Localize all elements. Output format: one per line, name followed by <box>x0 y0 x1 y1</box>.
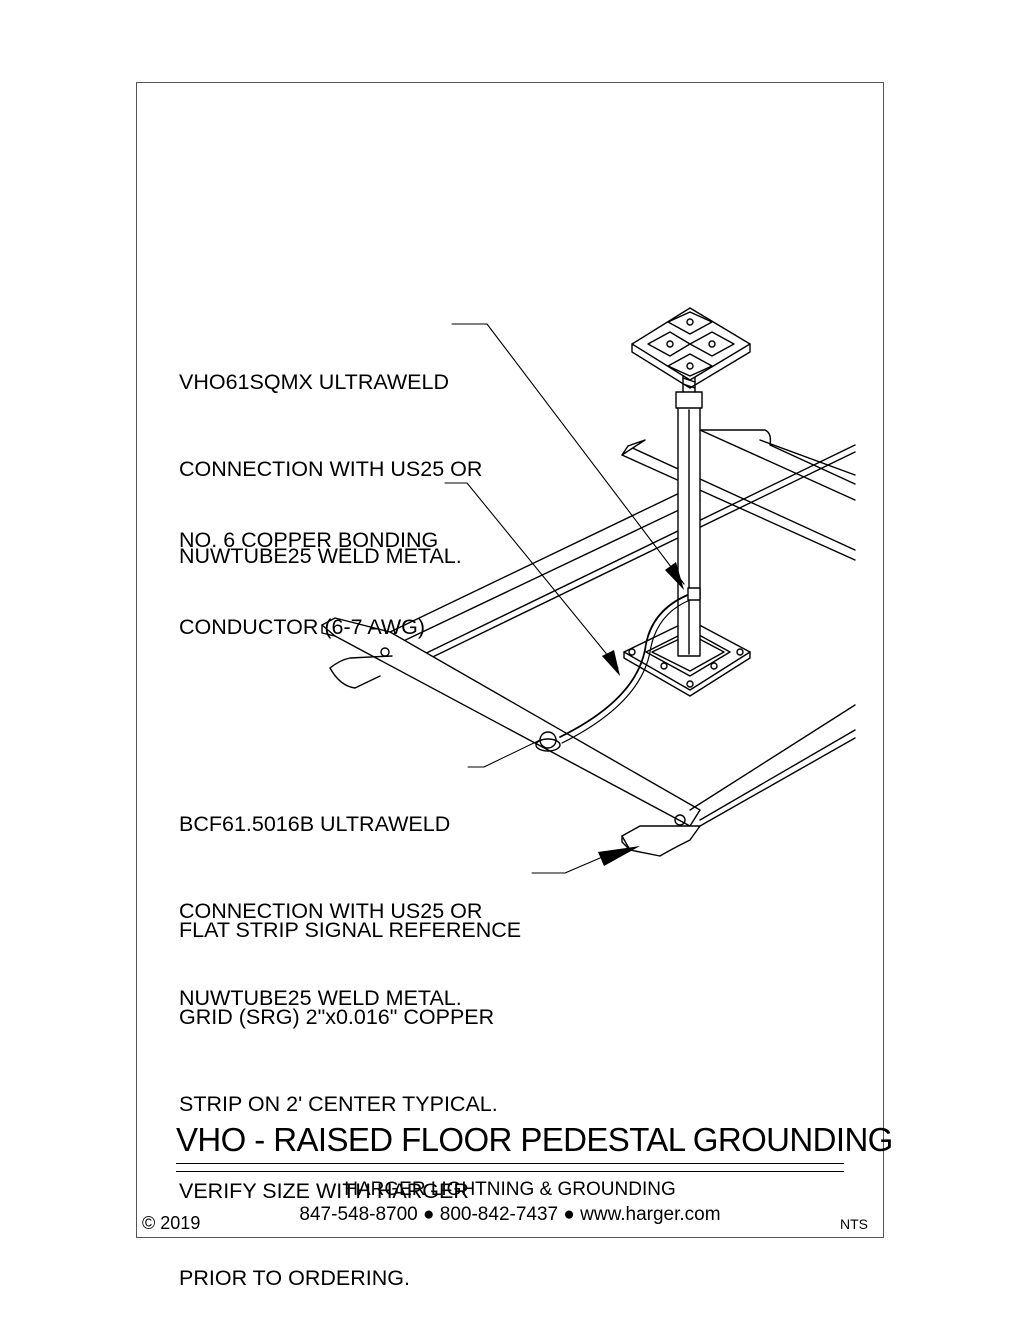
callout-line: STRIP ON 2' CENTER TYPICAL. <box>179 1092 498 1116</box>
srg-strip-right <box>621 704 856 857</box>
pedestal-column <box>675 367 703 657</box>
callout-srg-strip: FLAT STRIP SIGNAL REFERENCE GRID (SRG) 2… <box>179 858 521 1322</box>
bonding-conductor-wire <box>559 587 701 744</box>
callout-line: CONDUCTOR (6-7 AWG) <box>179 615 426 639</box>
callout-line: PRIOR TO ORDERING. <box>179 1266 410 1290</box>
callout-line: NUWTUBE25 WELD METAL. <box>179 986 462 1010</box>
title-underline-second <box>176 1171 844 1172</box>
callout-line: VHO61SQMX ULTRAWELD <box>179 370 449 394</box>
drawing-title: VHO - RAISED FLOOR PEDESTAL GROUNDING <box>176 1121 893 1158</box>
scale-label: NTS <box>840 1216 868 1232</box>
leader-arrowheads <box>598 562 684 866</box>
callout-line: GRID (SRG) 2"x0.016" COPPER <box>179 1005 495 1029</box>
callout-line: NO. 6 COPPER BONDING <box>179 528 439 552</box>
callout-line: CONNECTION WITH US25 OR <box>179 899 483 923</box>
copyright-icon: © <box>142 1213 156 1233</box>
callout-bcf61: BCF61.5016B ULTRAWELD CONNECTION WITH US… <box>179 752 482 1042</box>
callout-bonding-conductor: NO. 6 COPPER BONDING CONDUCTOR (6-7 AWG) <box>179 468 438 671</box>
callout-vho61sqmx: VHO61SQMX ULTRAWELD CONNECTION WITH US25… <box>179 310 482 600</box>
srg-strip-front <box>321 617 701 827</box>
company-contact: 847-548-8700 ● 800-842-7437 ● www.harger… <box>299 1204 721 1225</box>
callout-line: FLAT STRIP SIGNAL REFERENCE <box>179 918 522 942</box>
company-name: HARGER LIGHTNING & GROUNDING <box>344 1179 676 1200</box>
callout-line: VERIFY SIZE WITH HARGER <box>179 1179 469 1203</box>
srg-strip-back <box>621 429 856 561</box>
callout-line: NUWTUBE25 WELD METAL. <box>179 544 462 568</box>
copyright-year: 2019 <box>160 1213 201 1233</box>
leader-lines <box>444 323 685 874</box>
title-underline <box>176 1163 844 1164</box>
srg-strip-main <box>389 444 856 669</box>
callout-line: CONNECTION WITH US25 OR <box>179 457 483 481</box>
drawing-sheet-border <box>136 82 884 1238</box>
pedestal-head <box>631 307 751 389</box>
copyright-notice: © 2019 <box>142 1211 200 1235</box>
callout-line: BCF61.5016B ULTRAWELD <box>179 812 451 836</box>
